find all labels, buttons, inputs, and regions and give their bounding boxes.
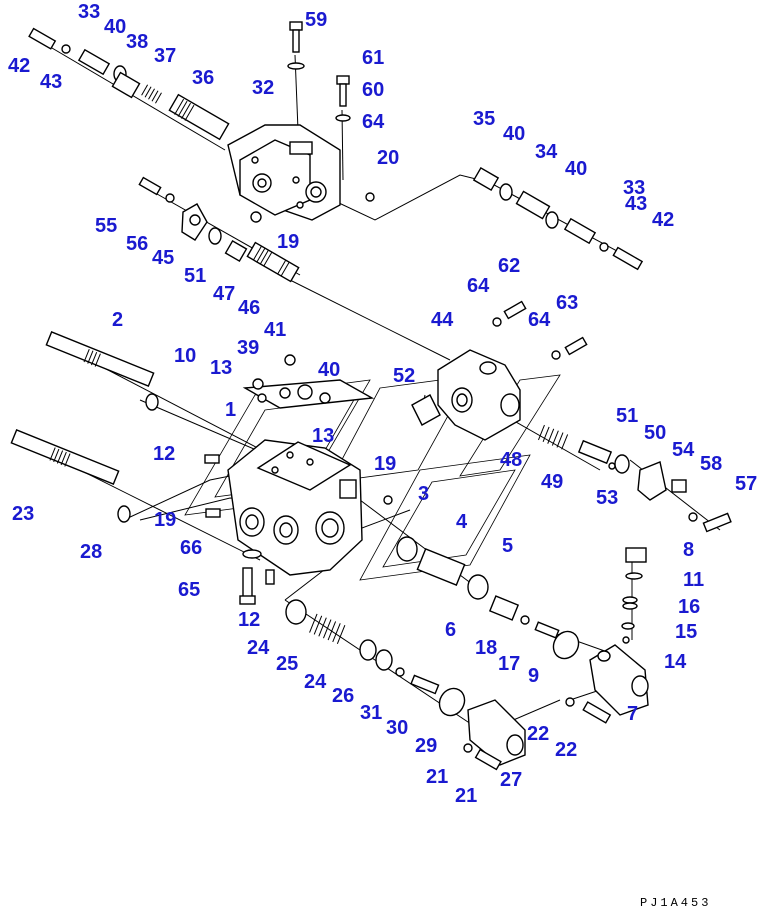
callout-58: 58: [700, 453, 722, 475]
callout-54: 54: [672, 439, 695, 461]
callout-50: 50: [644, 422, 666, 444]
callout-12: 12: [153, 443, 175, 465]
callout-19: 19: [154, 509, 176, 531]
callout-43: 43: [40, 71, 62, 93]
drawing-code: PJ1A453: [640, 896, 711, 910]
upper-spool-parts: [28, 21, 375, 202]
callout-45: 45: [152, 247, 174, 269]
callout-25: 25: [276, 653, 298, 675]
callout-38: 38: [126, 31, 148, 53]
callout-29: 29: [415, 735, 437, 757]
callout-64: 64: [467, 275, 490, 297]
callout-22: 22: [555, 739, 577, 761]
upper-valve-body: [227, 124, 341, 221]
lower-left-parts: [285, 599, 526, 771]
callout-6: 6: [445, 619, 456, 641]
callout-48: 48: [500, 449, 522, 471]
callout-52: 52: [393, 365, 415, 387]
callout-30: 30: [386, 717, 408, 739]
callout-55: 55: [95, 215, 117, 237]
callout-22: 22: [527, 723, 549, 745]
relief-valve-block: [411, 300, 588, 441]
right-side-parts: [537, 424, 732, 533]
callout-13: 13: [210, 357, 232, 379]
callout-9: 9: [528, 665, 539, 687]
callout-10: 10: [174, 345, 196, 367]
callout-60: 60: [362, 79, 384, 101]
callout-64: 64: [528, 309, 551, 331]
callout-62: 62: [498, 255, 520, 277]
callout-42: 42: [8, 55, 30, 77]
callout-43: 43: [625, 193, 647, 215]
callout-57: 57: [735, 473, 757, 495]
callout-40: 40: [503, 123, 525, 145]
callout-2: 2: [112, 309, 123, 331]
lower-middle-parts: [396, 536, 580, 660]
callout-7: 7: [627, 703, 638, 725]
callout-61: 61: [362, 47, 384, 69]
callout-16: 16: [678, 596, 700, 618]
callout-19: 19: [277, 231, 299, 253]
right-lower-parts: [565, 547, 649, 724]
callout-63: 63: [556, 292, 578, 314]
callout-28: 28: [80, 541, 102, 563]
callout-65: 65: [178, 579, 200, 601]
callout-21: 21: [426, 766, 448, 788]
callout-4: 4: [456, 511, 468, 533]
callout-41: 41: [264, 319, 286, 341]
callout-35: 35: [473, 108, 495, 130]
callout-37: 37: [154, 45, 176, 67]
callout-56: 56: [126, 233, 148, 255]
main-valve-body: [227, 354, 393, 576]
callout-24: 24: [247, 637, 270, 659]
right-upper-spool-parts: [472, 166, 644, 271]
callout-11: 11: [683, 569, 704, 591]
callout-3: 3: [418, 483, 429, 505]
callout-40: 40: [318, 359, 340, 381]
callout-13: 13: [312, 425, 334, 447]
callout-34: 34: [535, 141, 558, 163]
main-spools: [10, 330, 275, 605]
callout-33: 33: [78, 1, 100, 23]
callout-44: 44: [431, 309, 454, 331]
callout-46: 46: [238, 297, 260, 319]
callout-17: 17: [498, 653, 520, 675]
callout-15: 15: [675, 621, 697, 643]
middle-left-parts: [138, 176, 300, 283]
callout-39: 39: [237, 337, 259, 359]
callout-53: 53: [596, 487, 618, 509]
leader-lines: [19, 37, 721, 731]
callout-47: 47: [213, 283, 235, 305]
callout-8: 8: [683, 539, 694, 561]
callout-40: 40: [565, 158, 587, 180]
callout-40: 40: [104, 16, 126, 38]
callout-23: 23: [12, 503, 34, 525]
callout-19: 19: [374, 453, 396, 475]
callout-12: 12: [238, 609, 260, 631]
callout-27: 27: [500, 769, 522, 791]
callout-59: 59: [305, 9, 327, 31]
callout-33: 33: [623, 177, 645, 199]
callout-5: 5: [502, 535, 513, 557]
callout-66: 66: [180, 537, 202, 559]
callout-42: 42: [652, 209, 674, 231]
callout-26: 26: [332, 685, 354, 707]
callout-51: 51: [184, 265, 206, 287]
callout-31: 31: [360, 702, 382, 724]
callout-51: 51: [616, 405, 638, 427]
callout-32: 32: [252, 77, 274, 99]
callout-36: 36: [192, 67, 214, 89]
callout-49: 49: [541, 471, 563, 493]
callout-20: 20: [377, 147, 399, 169]
callout-18: 18: [475, 637, 497, 659]
callout-14: 14: [664, 651, 687, 673]
callout-21: 21: [455, 785, 477, 807]
callout-1: 1: [225, 399, 236, 421]
callout-64: 64: [362, 111, 385, 133]
callout-24: 24: [304, 671, 327, 693]
